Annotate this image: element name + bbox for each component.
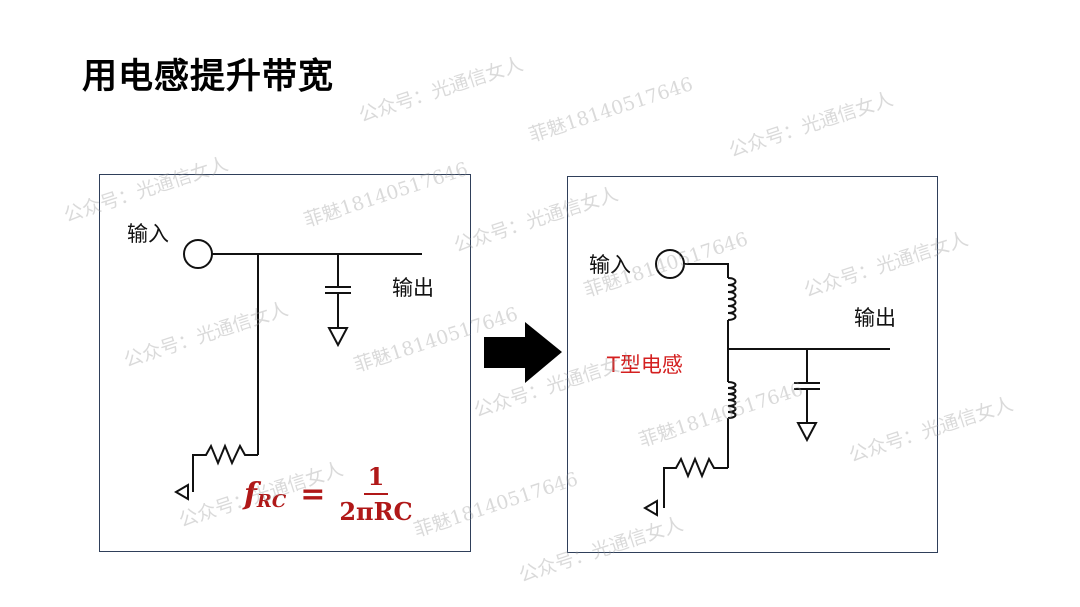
- rc-circuit: [174, 239, 422, 501]
- rc-bandwidth-formula: f RC = 1 2πRC: [244, 462, 413, 526]
- inductor-bottom: [727, 381, 737, 419]
- output-label-left: 输出: [392, 276, 434, 300]
- slide-title: 用电感提升带宽: [82, 57, 335, 97]
- rc-circuit-panel: [99, 174, 471, 552]
- ground-resistor-right: [643, 499, 658, 517]
- formula-denominator: 2πRC: [339, 497, 413, 526]
- arrow-icon: [484, 322, 562, 383]
- resistor-left: [192, 443, 258, 492]
- inductor-top: [727, 277, 737, 321]
- formula-f: f: [244, 476, 257, 512]
- input-port-right: [655, 249, 685, 279]
- formula-numerator: 1: [363, 462, 389, 495]
- output-label-right: 输出: [854, 306, 896, 330]
- ground-resistor-left: [174, 483, 189, 501]
- ground-cap-right: [796, 422, 818, 443]
- ground-cap-left: [327, 327, 349, 348]
- t-coil-label: T型电感: [607, 353, 683, 377]
- resistor-right: [663, 456, 728, 508]
- input-label-left: 输入: [127, 222, 169, 246]
- t-coil-circuit: [643, 249, 890, 517]
- formula-subscript: RC: [256, 490, 287, 512]
- input-port-left: [183, 239, 213, 269]
- t-coil-circuit-panel: [567, 176, 938, 553]
- formula-equals: =: [300, 476, 326, 512]
- input-label-right: 输入: [589, 253, 631, 277]
